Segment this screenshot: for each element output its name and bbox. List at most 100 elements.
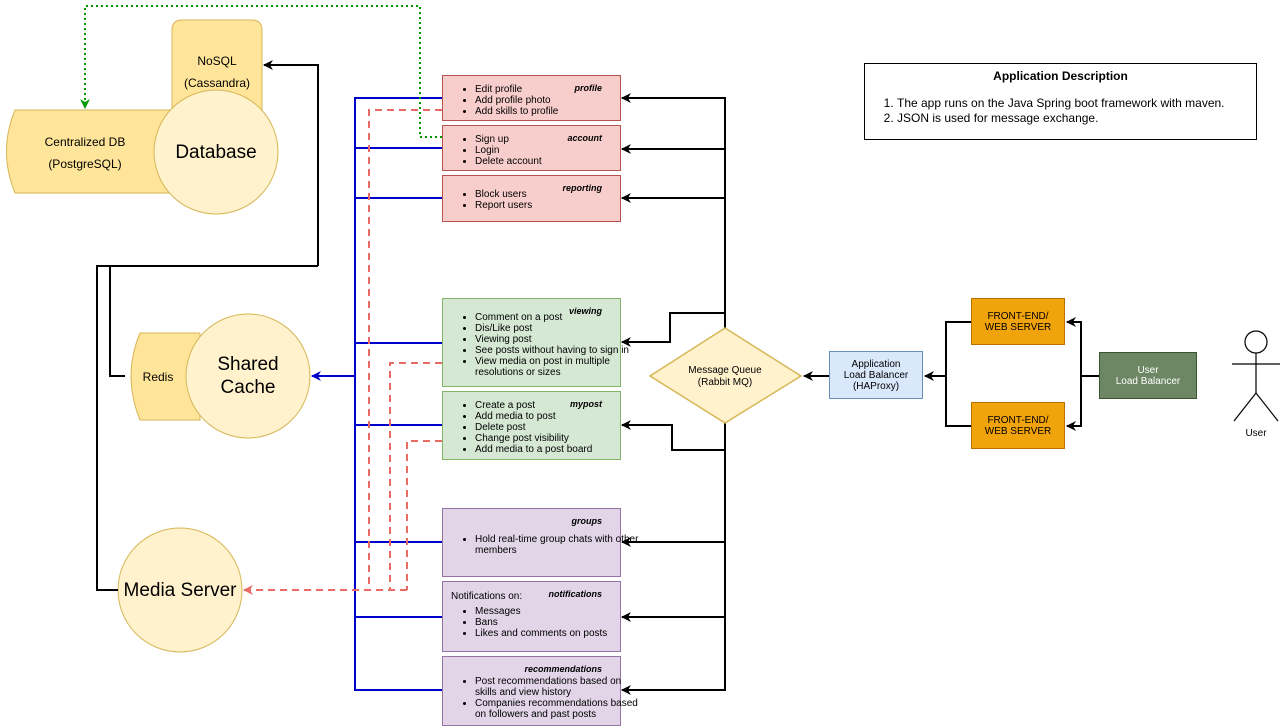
web-server-1-line2: WEB SERVER (984, 321, 1052, 333)
list-item: Delete post (475, 422, 592, 433)
userlb-to-web-2 (1066, 376, 1082, 431)
service-notifications-list: Messages Bans Likes and comments on post… (443, 606, 607, 639)
service-account-list: Sign up Login Delete account (443, 134, 542, 167)
service-groups[interactable]: groups Hold real-time group chats with o… (442, 508, 638, 577)
mq-to-mypost (621, 420, 725, 451)
app-lb-line3: (HAProxy) (852, 380, 900, 392)
list-item: Add media to post (475, 411, 592, 422)
media-link-profile (368, 109, 442, 590)
media-server-label: Media Server (123, 580, 237, 601)
service-profile-list: Edit profile Add profile photo Add skill… (443, 84, 558, 117)
app-load-balancer[interactable]: Application Load Balancer (HAProxy) (829, 351, 923, 399)
centralized-db-line2: (PostgreSQL) (48, 157, 122, 171)
mq-line1: Message Queue (688, 365, 762, 376)
list-item: Post recommendations based on skills and… (475, 676, 645, 698)
application-description-box: Application Description The app runs on … (864, 63, 1257, 140)
list-item: Login (475, 145, 542, 156)
service-notifications[interactable]: notifications Notifications on: Messages… (442, 581, 621, 652)
web-server-1-line1: FRONT-END/ (987, 310, 1049, 322)
service-recommendations[interactable]: recommendations Post recommendations bas… (442, 656, 638, 726)
service-recommendations-list: Post recommendations based on skills and… (443, 676, 645, 720)
centralized-db-line1: Centralized DB (44, 135, 126, 149)
list-item: Add skills to profile (475, 106, 558, 117)
list-item: Companies recommendations based on follo… (475, 698, 645, 720)
description-title: Application Description (993, 69, 1128, 83)
service-mypost-title: mypost (569, 399, 602, 409)
list-item: Viewing post (475, 334, 653, 345)
list-item: Add profile photo (475, 95, 558, 106)
service-groups-list: Hold real-time group chats with other me… (443, 534, 640, 556)
list-item: Edit profile (475, 84, 558, 95)
service-recommendations-title: recommendations (524, 664, 602, 674)
user-label: User (1245, 428, 1267, 439)
list-item: Bans (475, 617, 607, 628)
database-label: Database (175, 142, 257, 163)
service-notifications-intro: Notifications on: (451, 591, 523, 602)
mq-trunk-up (621, 93, 726, 330)
list-item: View media on post in multiple resolutio… (475, 356, 653, 378)
service-profile-title: profile (574, 83, 602, 93)
list-item: Messages (475, 606, 607, 617)
app-lb-text: Application Load Balancer (HAProxy) (844, 359, 909, 392)
service-account[interactable]: account Sign up Login Delete account (442, 125, 621, 171)
list-item: The app runs on the Java Spring boot fra… (897, 96, 1256, 111)
service-viewing[interactable]: viewing Comment on a post Dis/Like post … (442, 298, 629, 387)
service-mypost-list: Create a post Add media to post Delete p… (443, 400, 592, 455)
shared-cache-label: Shared Cache (192, 353, 304, 399)
redis-shape (130, 332, 201, 421)
nosql-line1: NoSQL (197, 54, 237, 68)
media-link-viewing (389, 362, 442, 590)
account-db-link (80, 5, 442, 138)
service-reporting-list: Block users Report users (443, 189, 532, 211)
web-server-2-line1: FRONT-END/ (987, 414, 1049, 426)
list-item: JSON is used for message exchange. (897, 111, 1256, 126)
web-server-2[interactable]: FRONT-END/ WEB SERVER (971, 402, 1065, 449)
centralized-db-label: Centralized DB (PostgreSQL) (30, 131, 140, 175)
web-server-1[interactable]: FRONT-END/ WEB SERVER (971, 298, 1065, 345)
service-viewing-list: Comment on a post Dis/Like post Viewing … (443, 312, 653, 378)
list-item: Delete account (475, 156, 542, 167)
list-item: Dis/Like post (475, 323, 653, 334)
list-item: Hold real-time group chats with other me… (475, 534, 640, 556)
mq-line2: (Rabbit MQ) (697, 377, 753, 388)
shared-cache-circle (185, 313, 311, 439)
service-profile[interactable]: profile Edit profile Add profile photo A… (442, 75, 621, 121)
list-item: Create a post (475, 400, 592, 411)
mq-trunk-down (621, 422, 726, 695)
app-lb-line1: Application (851, 358, 901, 370)
list-item: Report users (475, 200, 532, 211)
service-reporting-title: reporting (562, 183, 603, 193)
web-server-2-text: FRONT-END/ WEB SERVER (985, 415, 1052, 437)
user-load-balancer[interactable]: User Load Balancer (1099, 352, 1197, 399)
userlb-to-web (1066, 317, 1099, 377)
user-lb-line1: User (1137, 364, 1159, 376)
db-to-media-line (96, 265, 318, 591)
list-item: Sign up (475, 134, 542, 145)
service-viewing-title: viewing (568, 306, 602, 316)
database-circle (153, 89, 279, 215)
service-notifications-title: notifications (548, 589, 603, 599)
user-stick-figure (1232, 330, 1280, 422)
nosql-line2: (Cassandra) (183, 76, 251, 90)
service-bus-line (354, 97, 442, 691)
db-to-cache-line (109, 266, 125, 377)
web-server-1-text: FRONT-END/ WEB SERVER (985, 311, 1052, 333)
user-lb-line2: Load Balancer (1115, 375, 1181, 387)
shared-cache-line2: Cache (220, 377, 276, 398)
mq-to-viewing (621, 312, 725, 347)
list-item: See posts without having to sign in (475, 345, 653, 356)
list-item: Block users (475, 189, 532, 200)
service-mypost[interactable]: mypost Create a post Add media to post D… (442, 391, 621, 460)
centralized-db-shape (6, 109, 206, 194)
nosql-shape (171, 19, 263, 111)
service-groups-title: groups (571, 516, 603, 526)
user-lb-text: User Load Balancer (1116, 365, 1181, 387)
list-item: Comment on a post (475, 312, 653, 323)
shared-cache-line1: Shared (217, 354, 279, 375)
service-account-title: account (567, 133, 602, 143)
redis-label: Redis (142, 370, 174, 384)
nosql-label: NoSQL (Cassandra) (172, 50, 262, 94)
list-item: Add media to a post board (475, 444, 592, 455)
list-item: Change post visibility (475, 433, 592, 444)
service-reporting[interactable]: reporting Block users Report users (442, 175, 621, 222)
